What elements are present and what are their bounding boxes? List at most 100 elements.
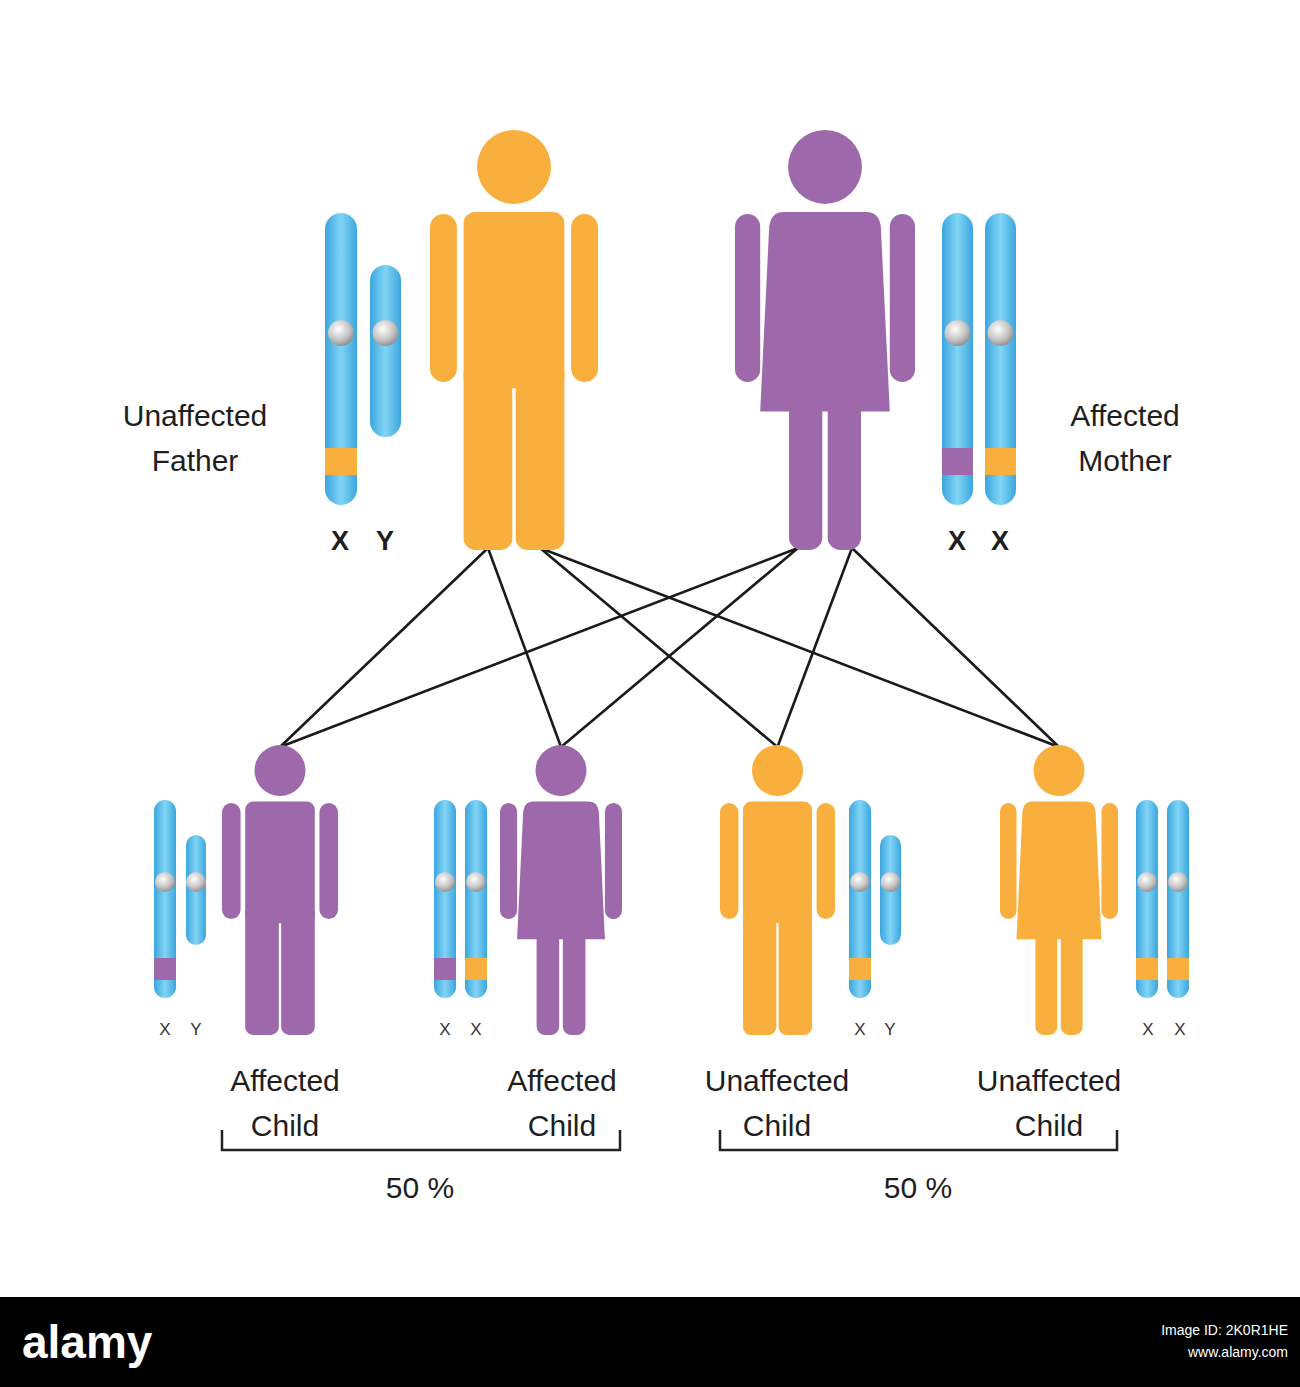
child-figure: Unaffected Child [1000,745,1118,1035]
arm [571,214,598,382]
arm [222,803,241,919]
chromosome-letter: X [439,1020,450,1039]
x-chromosome [985,213,1016,505]
leg [245,905,279,1036]
label-anchor: Y [190,1020,201,1040]
x-chromosome [1167,800,1189,998]
person-silhouette [1000,745,1118,1035]
x-chromosome [434,800,456,998]
label-anchor: X [439,1020,450,1040]
centromere [466,872,486,892]
person-label: Unaffected Child [959,1058,1139,1148]
x-chromosome [942,213,973,505]
head [254,745,305,796]
x-chromosome [849,800,871,998]
arm [1101,803,1118,919]
gene-band [942,448,973,475]
chromosome-letter: X [331,526,349,556]
gene-band [465,958,487,980]
gene-band [325,448,357,475]
arm [319,803,338,919]
label-anchor: Y [376,526,394,557]
arm [430,214,457,382]
centromere [155,872,175,892]
inheritance-line [561,548,798,747]
inheritance-line [852,548,1059,747]
chromosome-letter: Y [190,1020,201,1039]
leg [537,925,560,1035]
label-anchor: X [331,526,349,557]
centromere [945,320,971,346]
arm [817,803,835,919]
mother-figure: Affected Mother [735,130,915,550]
label-anchor: X [948,526,966,557]
chromosomes [154,213,1189,998]
watermark: alamy [22,1316,152,1368]
inheritance-line [280,548,488,747]
gene-band [985,448,1016,475]
y-chromosome [880,835,901,945]
centromere [373,320,399,346]
label-anchor: X [159,1020,170,1040]
watermark: www.alamy.com [1188,1344,1288,1360]
arm [605,803,622,919]
label-anchor: X [854,1020,865,1040]
head [752,745,803,796]
person-label: Unaffected Father [95,393,295,483]
chromosome-letter: X [1174,1020,1185,1039]
centromere [1168,872,1188,892]
chromosome-letter: X [1142,1020,1153,1039]
chromosome-letter: Y [884,1020,895,1039]
person-silhouette [735,130,915,550]
father-figure: Unaffected Father [430,130,598,550]
person-label: Unaffected Child [687,1058,867,1148]
gene-band [154,958,176,980]
arm [720,803,738,919]
person-silhouette [720,745,835,1035]
x-chromosome [154,800,176,998]
leg [828,390,861,550]
inheritance-line [778,548,853,747]
watermark-bar [0,1297,1300,1387]
leg [789,390,822,550]
dress [1017,802,1102,940]
label-anchor: X [991,526,1009,557]
x-chromosome [465,800,487,998]
leg [779,905,812,1036]
percentage: 50 % [884,1171,952,1204]
y-chromosome [370,265,401,437]
dress [760,212,890,412]
label-anchor: X [1142,1020,1153,1040]
centromere [1137,872,1157,892]
inheritance-line [540,548,1059,747]
arm [500,803,517,919]
x-chromosome [325,213,357,505]
gene-band [1167,958,1189,980]
gene-band [849,958,871,980]
leg [1061,925,1083,1035]
inheritance-line [540,548,777,747]
head [535,745,586,796]
child-figure: Unaffected Child [720,745,835,1035]
chromosome-letter: X [948,526,966,556]
label-anchor: Y [884,1020,895,1040]
leg [563,925,586,1035]
leg [743,905,776,1036]
leg [1035,925,1057,1035]
inheritance-line [488,548,561,747]
chromosome-letter: Y [376,526,394,556]
person-label: Affected Child [472,1058,652,1148]
person-label: Affected Mother [1025,393,1225,483]
gene-band [1136,958,1158,980]
arm [890,214,915,382]
label-anchor: X [470,1020,481,1040]
head [477,130,551,204]
person-silhouette [430,130,598,550]
centromere [328,320,354,346]
inheritance-line [280,548,798,747]
gene-band [434,958,456,980]
